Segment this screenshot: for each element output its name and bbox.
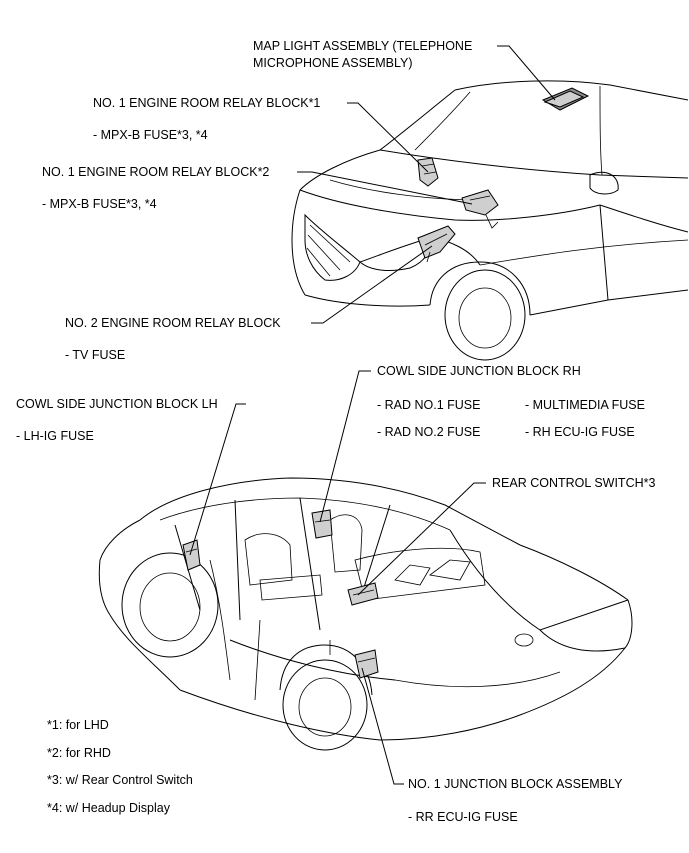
er-relay-block-no2-label: NO. 2 ENGINE ROOM RELAY BLOCK <box>65 316 281 330</box>
map-light-label-line1: MAP LIGHT ASSEMBLY (TELEPHONE <box>253 39 473 53</box>
cowl-lh-label: COWL SIDE JUNCTION BLOCK LH <box>16 397 218 411</box>
map-light-label-line2: MICROPHONE ASSEMBLY) <box>253 56 413 70</box>
rear-control-switch-component <box>347 582 379 606</box>
multimedia-fuse-label: - MULTIMEDIA FUSE <box>525 398 645 412</box>
er-relay-block-2-label: NO. 1 ENGINE ROOM RELAY BLOCK*2 <box>42 165 270 179</box>
tv-fuse-label: - TV FUSE <box>65 348 126 362</box>
rr-ecu-ig-fuse-label: - RR ECU-IG FUSE <box>408 810 518 824</box>
er-relay-block-1-fuse-label: - MPX-B FUSE*3, *4 <box>93 128 208 142</box>
junction-block-1-label: NO. 1 JUNCTION BLOCK ASSEMBLY <box>408 777 623 791</box>
cowl-lh-component <box>182 539 201 571</box>
cowl-rh-label: COWL SIDE JUNCTION BLOCK RH <box>377 364 581 378</box>
rad2-fuse-label: - RAD NO.2 FUSE <box>377 425 481 439</box>
rear-car-drawing <box>98 477 633 751</box>
cowl-rh-component <box>311 509 333 539</box>
lh-ig-fuse-label: - LH-IG FUSE <box>16 429 94 443</box>
junction-block-1-component <box>354 649 379 679</box>
er-relay-block-no2-component <box>417 225 456 263</box>
map-light-component <box>541 87 590 111</box>
rear-control-switch-label: REAR CONTROL SWITCH*3 <box>492 476 656 490</box>
leader-lines <box>189 45 556 785</box>
er-relay-block-1-label: NO. 1 ENGINE ROOM RELAY BLOCK*1 <box>93 96 321 110</box>
front-car-drawing <box>291 80 689 361</box>
rad1-fuse-label: - RAD NO.1 FUSE <box>377 398 481 412</box>
footnote-2: *2: for RHD <box>47 746 111 760</box>
footnote-3: *3: w/ Rear Control Switch <box>47 773 193 787</box>
rh-ecu-ig-fuse-label: - RH ECU-IG FUSE <box>525 425 635 439</box>
footnote-4: *4: w/ Headup Display <box>47 801 170 815</box>
footnote-1: *1: for LHD <box>47 718 109 732</box>
er-relay-block-2-component <box>461 189 499 229</box>
er-relay-block-2-fuse-label: - MPX-B FUSE*3, *4 <box>42 197 157 211</box>
